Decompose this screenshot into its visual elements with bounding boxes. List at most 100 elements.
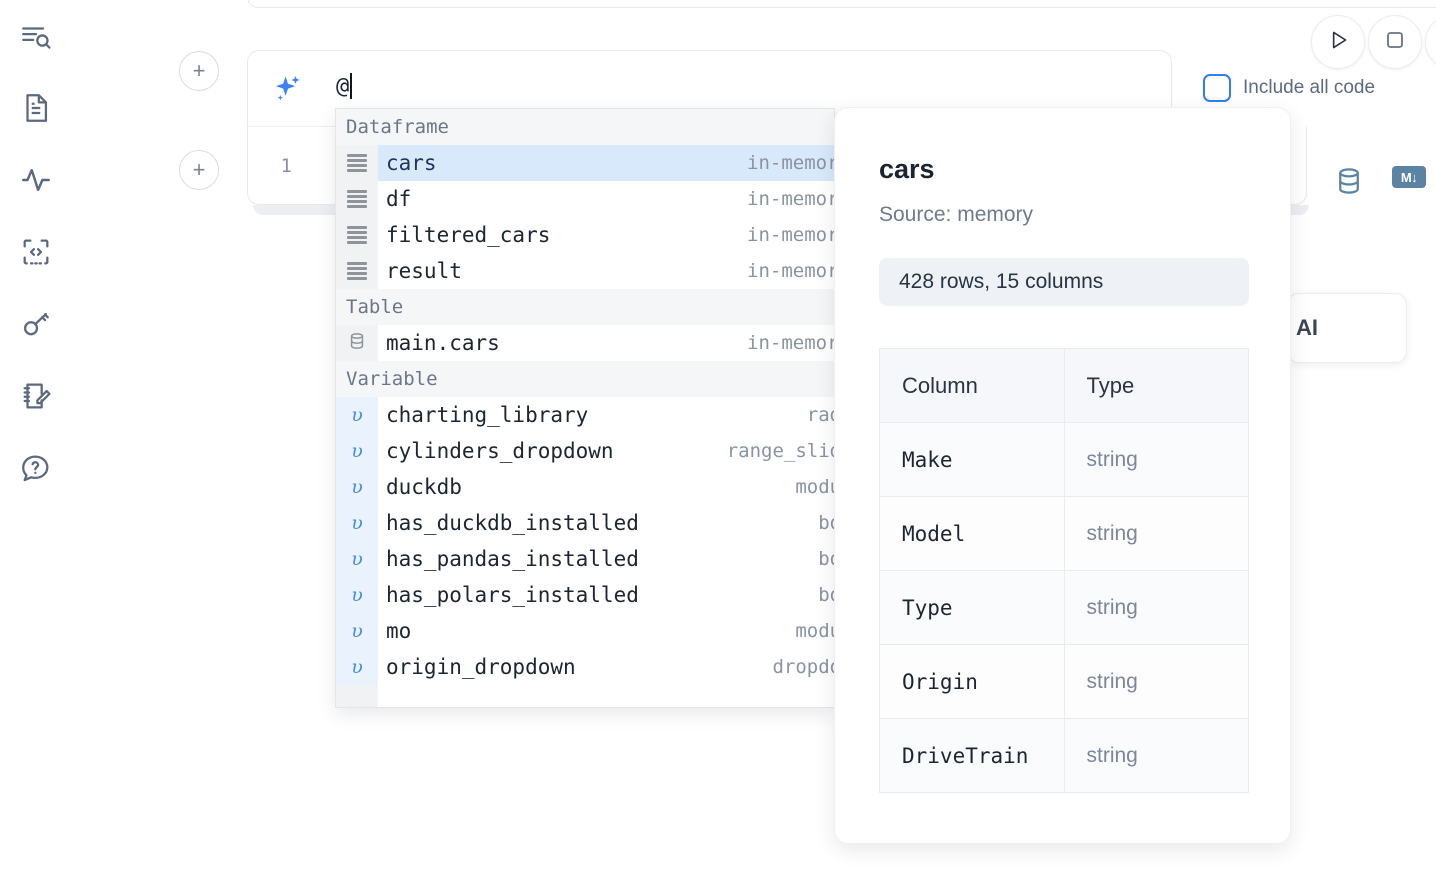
sidebar-item-help[interactable] <box>14 446 58 490</box>
autocomplete-item-type: bool <box>818 512 834 534</box>
variable-icon: υ <box>336 469 378 505</box>
search-outline-icon <box>19 20 53 54</box>
ai-card-label: AI <box>1296 315 1318 340</box>
stop-square-icon <box>1383 28 1407 57</box>
autocomplete-item-type: in-memory <box>747 152 834 174</box>
line-number: 1 <box>280 155 292 177</box>
stop-button[interactable] <box>1368 15 1422 69</box>
activity-icon <box>19 163 53 197</box>
code-cell-toolbar: M↓ <box>1334 166 1426 201</box>
overflow-button[interactable] <box>1425 15 1436 69</box>
dataframe-icon <box>347 262 367 280</box>
variable-icon: υ <box>336 505 378 541</box>
sidebar-item-scratchpad[interactable] <box>14 374 58 418</box>
autocomplete-item[interactable]: filtered_cars in-memory <box>336 217 834 253</box>
autocomplete-item-name: has_polars_installed <box>386 583 639 607</box>
column-name-cell: Model <box>879 496 1065 571</box>
autocomplete-item-name: filtered_cars <box>386 223 551 247</box>
column-type-cell: string <box>1063 718 1249 793</box>
dataframe-icon-wrap <box>336 253 378 289</box>
run-button[interactable] <box>1311 15 1365 69</box>
sidebar-item-secrets[interactable] <box>14 302 58 346</box>
table-icon <box>347 331 367 356</box>
dataframe-icon <box>347 226 367 244</box>
ai-card[interactable]: AI <box>1287 293 1407 363</box>
dataframe-icon <box>347 190 367 208</box>
autocomplete-item-name: has_duckdb_installed <box>386 511 639 535</box>
database-icon[interactable] <box>1334 166 1364 201</box>
play-icon <box>1325 27 1351 58</box>
document-icon <box>19 91 53 125</box>
autocomplete-item-type: module <box>795 620 834 642</box>
autocomplete-item-type: in-memory <box>747 188 834 210</box>
dataframe-icon-wrap <box>336 181 378 217</box>
sidebar-item-variables[interactable] <box>14 158 58 202</box>
sidebar-item-explore[interactable] <box>14 15 58 59</box>
sidebar-item-snippets[interactable] <box>14 230 58 274</box>
autocomplete-item-name: origin_dropdown <box>386 655 576 679</box>
column-name-cell: DriveTrain <box>879 718 1065 793</box>
markdown-icon[interactable]: M↓ <box>1392 166 1426 188</box>
doc-title: cars <box>879 154 935 184</box>
ai-prompt-value: @ <box>336 74 350 99</box>
include-all-code-checkbox[interactable] <box>1203 74 1231 102</box>
variable-icon: υ <box>336 613 378 649</box>
autocomplete-dropdown[interactable]: Dataframecarsin-memorydfin-memoryfiltere… <box>335 108 835 708</box>
autocomplete-item-type: dropdown <box>772 656 834 678</box>
include-all-code-toggle[interactable]: Include all code <box>1203 74 1375 102</box>
sidebar-item-notebook[interactable] <box>14 86 58 130</box>
dataframe-icon-wrap <box>336 145 378 181</box>
column-name-cell: Origin <box>879 644 1065 719</box>
notebook-edit-icon <box>19 379 53 413</box>
column-name-cell: Make <box>879 422 1065 497</box>
dataframe-icon-wrap <box>336 217 378 253</box>
sparkle-ai-icon <box>270 73 304 107</box>
autocomplete-item[interactable]: υ has_duckdb_installed bool <box>336 505 834 541</box>
autocomplete-item-type: in-memory <box>747 260 834 282</box>
variable-icon: υ <box>336 397 378 433</box>
code-snippet-icon <box>19 235 53 269</box>
table-column-header: Column <box>879 348 1065 423</box>
column-type-cell: string <box>1063 496 1249 571</box>
autocomplete-item-type: radio <box>806 404 834 426</box>
variable-icon: υ <box>336 577 378 613</box>
table-column-header: Type <box>1063 348 1249 423</box>
doc-source: Source: memory <box>879 203 1034 226</box>
autocomplete-item-type: in-memory <box>747 332 834 354</box>
ai-prompt-input[interactable]: @ <box>336 73 353 99</box>
help-chat-icon <box>19 451 53 485</box>
autocomplete-item-type: bool <box>818 548 834 570</box>
key-icon <box>19 307 53 341</box>
autocomplete-list: Dataframecarsin-memorydfin-memoryfiltere… <box>336 109 834 685</box>
autocomplete-item-type: module <box>795 476 834 498</box>
autocomplete-item-name: has_pandas_installed <box>386 547 639 571</box>
documentation-panel: cars Source: memory 428 rows, 15 columns… <box>834 107 1291 844</box>
autocomplete-group-header: Dataframe <box>336 109 834 145</box>
plus-icon: + <box>192 58 206 83</box>
autocomplete-item-name: duckdb <box>386 475 462 499</box>
autocomplete-item[interactable]: υ has_pandas_installed bool <box>336 541 834 577</box>
column-type-cell: string <box>1063 570 1249 645</box>
add-cell-button-top[interactable]: + <box>179 51 219 91</box>
variable-icon: υ <box>336 541 378 577</box>
autocomplete-item-name: mo <box>386 619 412 643</box>
autocomplete-item[interactable]: υmo module <box>336 613 834 649</box>
add-cell-button-bottom[interactable]: + <box>179 150 219 190</box>
plus-icon: + <box>192 157 206 182</box>
autocomplete-item-type: in-memory <box>747 224 834 246</box>
